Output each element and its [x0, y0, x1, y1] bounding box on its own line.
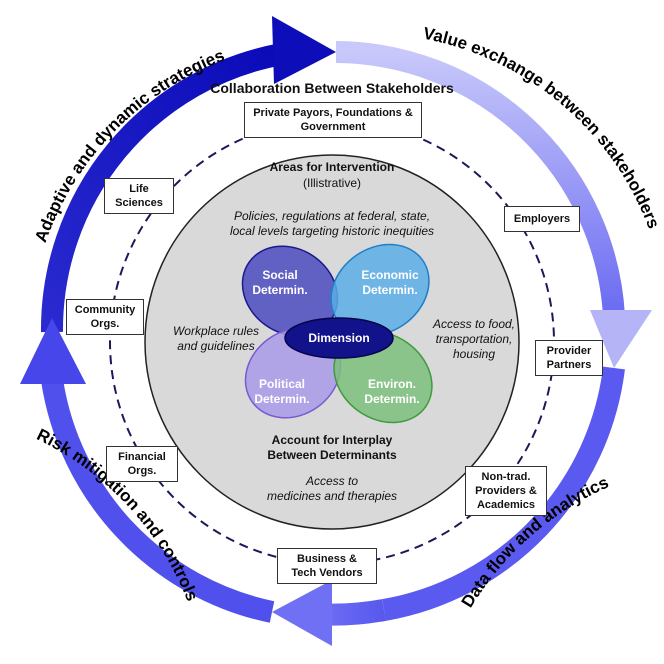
stakeholder-private-payors: Private Payors, Foundations & Government [244, 102, 422, 138]
petal-center [284, 317, 394, 359]
access-food-line-2: transportation, [435, 332, 513, 346]
inner-title: Areas for Intervention [269, 160, 395, 174]
community-orgs-line-2: Orgs. [90, 318, 120, 330]
interplay-line-1: Account for Interplay [271, 433, 393, 447]
outer-title: Collaboration Between Stakeholders [210, 80, 454, 96]
access-food-line-3: housing [452, 347, 496, 361]
arrow-right-light [335, 41, 625, 317]
non-trad-line-2: Providers & [475, 485, 537, 497]
stakeholder-community-orgs: Community Orgs. [66, 299, 144, 335]
stakeholder-non-trad: Non-trad. Providers & Academics [465, 466, 547, 516]
workplace-line-1: Workplace rules [172, 324, 260, 338]
arrow-bottom-right [382, 366, 625, 621]
inner-subtitle: (Illistrative) [302, 176, 361, 190]
financial-orgs-line-1: Financial [118, 451, 166, 463]
workplace-line-2: and guidelines [177, 339, 255, 353]
access-food-text: Access to food, transportation, housing [418, 317, 530, 362]
environ-line-1: Environ. [367, 377, 416, 391]
petal-economic-label: Economic Determin. [348, 268, 432, 298]
access-food-line-1: Access to food, [432, 317, 516, 331]
policies-line-1: Policies, regulations at federal, state, [233, 209, 431, 223]
financial-orgs-line-2: Orgs. [127, 465, 157, 477]
life-sciences-line-1: Life [129, 183, 149, 195]
political-line-1: Political [258, 377, 305, 391]
arrowhead-bottom [272, 580, 332, 646]
stakeholder-employers: Employers [504, 206, 580, 232]
economic-line-1: Economic [361, 268, 419, 282]
stakeholder-business-tech: Business & Tech Vendors [277, 548, 377, 584]
policies-line-2: local levels targeting historic inequiti… [229, 224, 435, 238]
access-medicines-text: Access to medicines and therapies [222, 474, 442, 504]
interplay-text: Account for Interplay Between Determinan… [222, 433, 442, 463]
stakeholder-life-sciences: Life Sciences [104, 178, 174, 214]
stakeholder-financial-orgs: Financial Orgs. [106, 446, 178, 482]
life-sciences-line-2: Sciences [115, 197, 163, 209]
non-trad-line-1: Non-trad. [481, 471, 531, 483]
arrow-top-dark [40, 43, 284, 333]
workplace-text: Workplace rules and guidelines [160, 324, 272, 354]
political-line-2: Determin. [254, 392, 310, 406]
community-orgs-line-1: Community [74, 304, 136, 316]
non-trad-line-3: Academics [476, 499, 536, 511]
social-line-1: Social [262, 268, 298, 282]
private-payors-line-2: Government [300, 121, 366, 133]
provider-partners-line-2: Partners [546, 359, 592, 371]
environ-line-2: Determin. [364, 392, 420, 406]
arc-label-top-right: Value exchange between stakeholders [422, 24, 664, 232]
employers-line-1: Employers [513, 213, 571, 225]
arrow-left-mid [41, 378, 275, 623]
social-line-2: Determin. [252, 283, 308, 297]
stakeholder-provider-partners: Provider Partners [535, 340, 603, 376]
private-payors-line-1: Private Payors, Foundations & [253, 107, 413, 119]
petal-social-label: Social Determin. [240, 268, 320, 298]
economic-line-2: Determin. [362, 283, 418, 297]
arrowhead-right [590, 310, 652, 368]
business-tech-line-2: Tech Vendors [291, 567, 363, 579]
arrowhead-top [272, 16, 336, 84]
business-tech-line-1: Business & [297, 553, 357, 565]
policies-text: Policies, regulations at federal, state,… [200, 209, 464, 239]
arrow-ring [20, 16, 652, 646]
petal-environ-label: Environ. Determin. [352, 377, 432, 407]
access-medicines-line-2: medicines and therapies [266, 489, 398, 503]
interplay-line-2: Between Determinants [267, 448, 397, 462]
provider-partners-line-1: Provider [546, 345, 592, 357]
access-medicines-line-1: Access to [305, 474, 359, 488]
petal-center-label: Dimension [308, 331, 370, 345]
arrowhead-left [20, 318, 86, 384]
petal-political-label: Political Determin. [242, 377, 322, 407]
